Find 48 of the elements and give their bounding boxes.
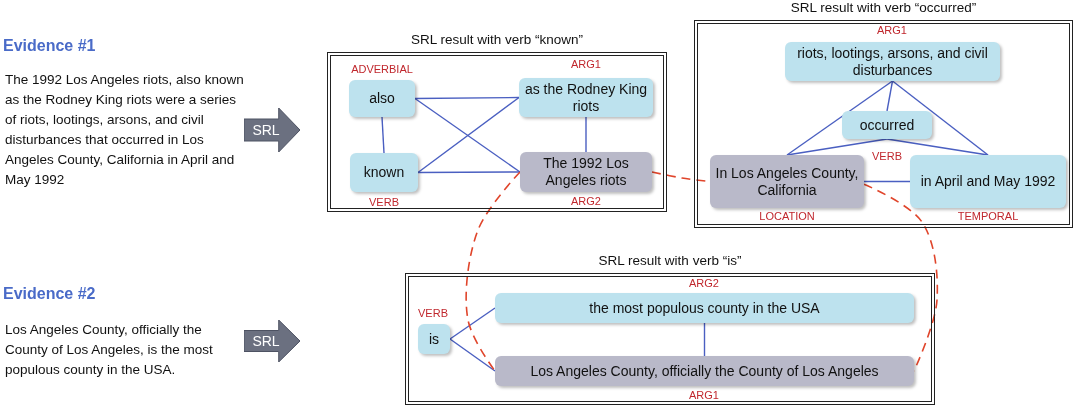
frame-title: SRL result with verb “is” — [597, 253, 743, 270]
argument-box: as the Rodney King riots — [519, 78, 653, 117]
role-label: VERB — [872, 150, 902, 162]
argument-box: riots, lootings, arsons, and civil disturbances — [785, 42, 1000, 81]
link-line — [449, 307, 496, 340]
link-line — [585, 116, 587, 153]
srl-result-frame — [405, 253, 935, 405]
argument-box: also — [349, 80, 415, 117]
argument-box: The 1992 Los Angeles riots — [520, 152, 652, 192]
evidence-heading: Evidence #1 — [3, 36, 97, 56]
link-line — [863, 180, 911, 183]
argument-box: Los Angeles County, officially the County of Los Angeles — [495, 356, 914, 386]
link-line — [886, 80, 894, 112]
argument-box: occurred — [842, 111, 932, 139]
block-arrow: SRL — [244, 108, 300, 152]
role-label: ADVERBIAL — [351, 63, 413, 75]
link-line — [886, 138, 989, 156]
role-label: LOCATION — [759, 210, 815, 222]
dashed-link — [465, 171, 521, 372]
role-label: VERB — [418, 307, 448, 319]
argument-box: In Los Angeles County, California — [710, 155, 864, 208]
argument-box: is — [418, 324, 450, 354]
role-label: ARG1 — [877, 24, 907, 36]
role-label: ARG1 — [571, 58, 601, 70]
argument-box: the most populous county in the USA — [495, 293, 914, 323]
role-label: ARG2 — [689, 277, 719, 289]
argument-box: known — [350, 153, 418, 192]
link-line — [786, 138, 888, 156]
role-label: ARG2 — [571, 195, 601, 207]
frame-title: SRL result with verb “occurred” — [789, 0, 978, 17]
block-arrow: SRL — [244, 320, 300, 362]
link-line — [449, 338, 496, 372]
frame-title: SRL result with verb “known” — [409, 32, 585, 49]
link-line — [414, 96, 520, 100]
evidence-heading: Evidence #2 — [3, 284, 97, 304]
srl-result-frame — [694, 0, 1073, 228]
link-line — [891, 80, 989, 156]
role-label: ARG1 — [689, 389, 719, 401]
link-line — [786, 80, 894, 156]
link-line — [381, 116, 385, 154]
srl-result-frame — [327, 32, 667, 212]
evidence-text: Los Angeles County, officially the County of Los Angeles, is the most populous county in the USA. — [5, 321, 214, 379]
link-line — [703, 322, 706, 357]
role-label: TEMPORAL — [957, 210, 1019, 222]
argument-box: in April and May 1992 — [910, 155, 1066, 208]
evidence-text: The 1992 Los Angeles riots, also known as the Rodney King riots were a series of riots, lootings, arsons, and civil disturbances that occurred in Los Angeles County, California in April and May 1992 — [5, 71, 245, 189]
role-label: VERB — [369, 196, 399, 208]
link-line — [417, 171, 521, 174]
